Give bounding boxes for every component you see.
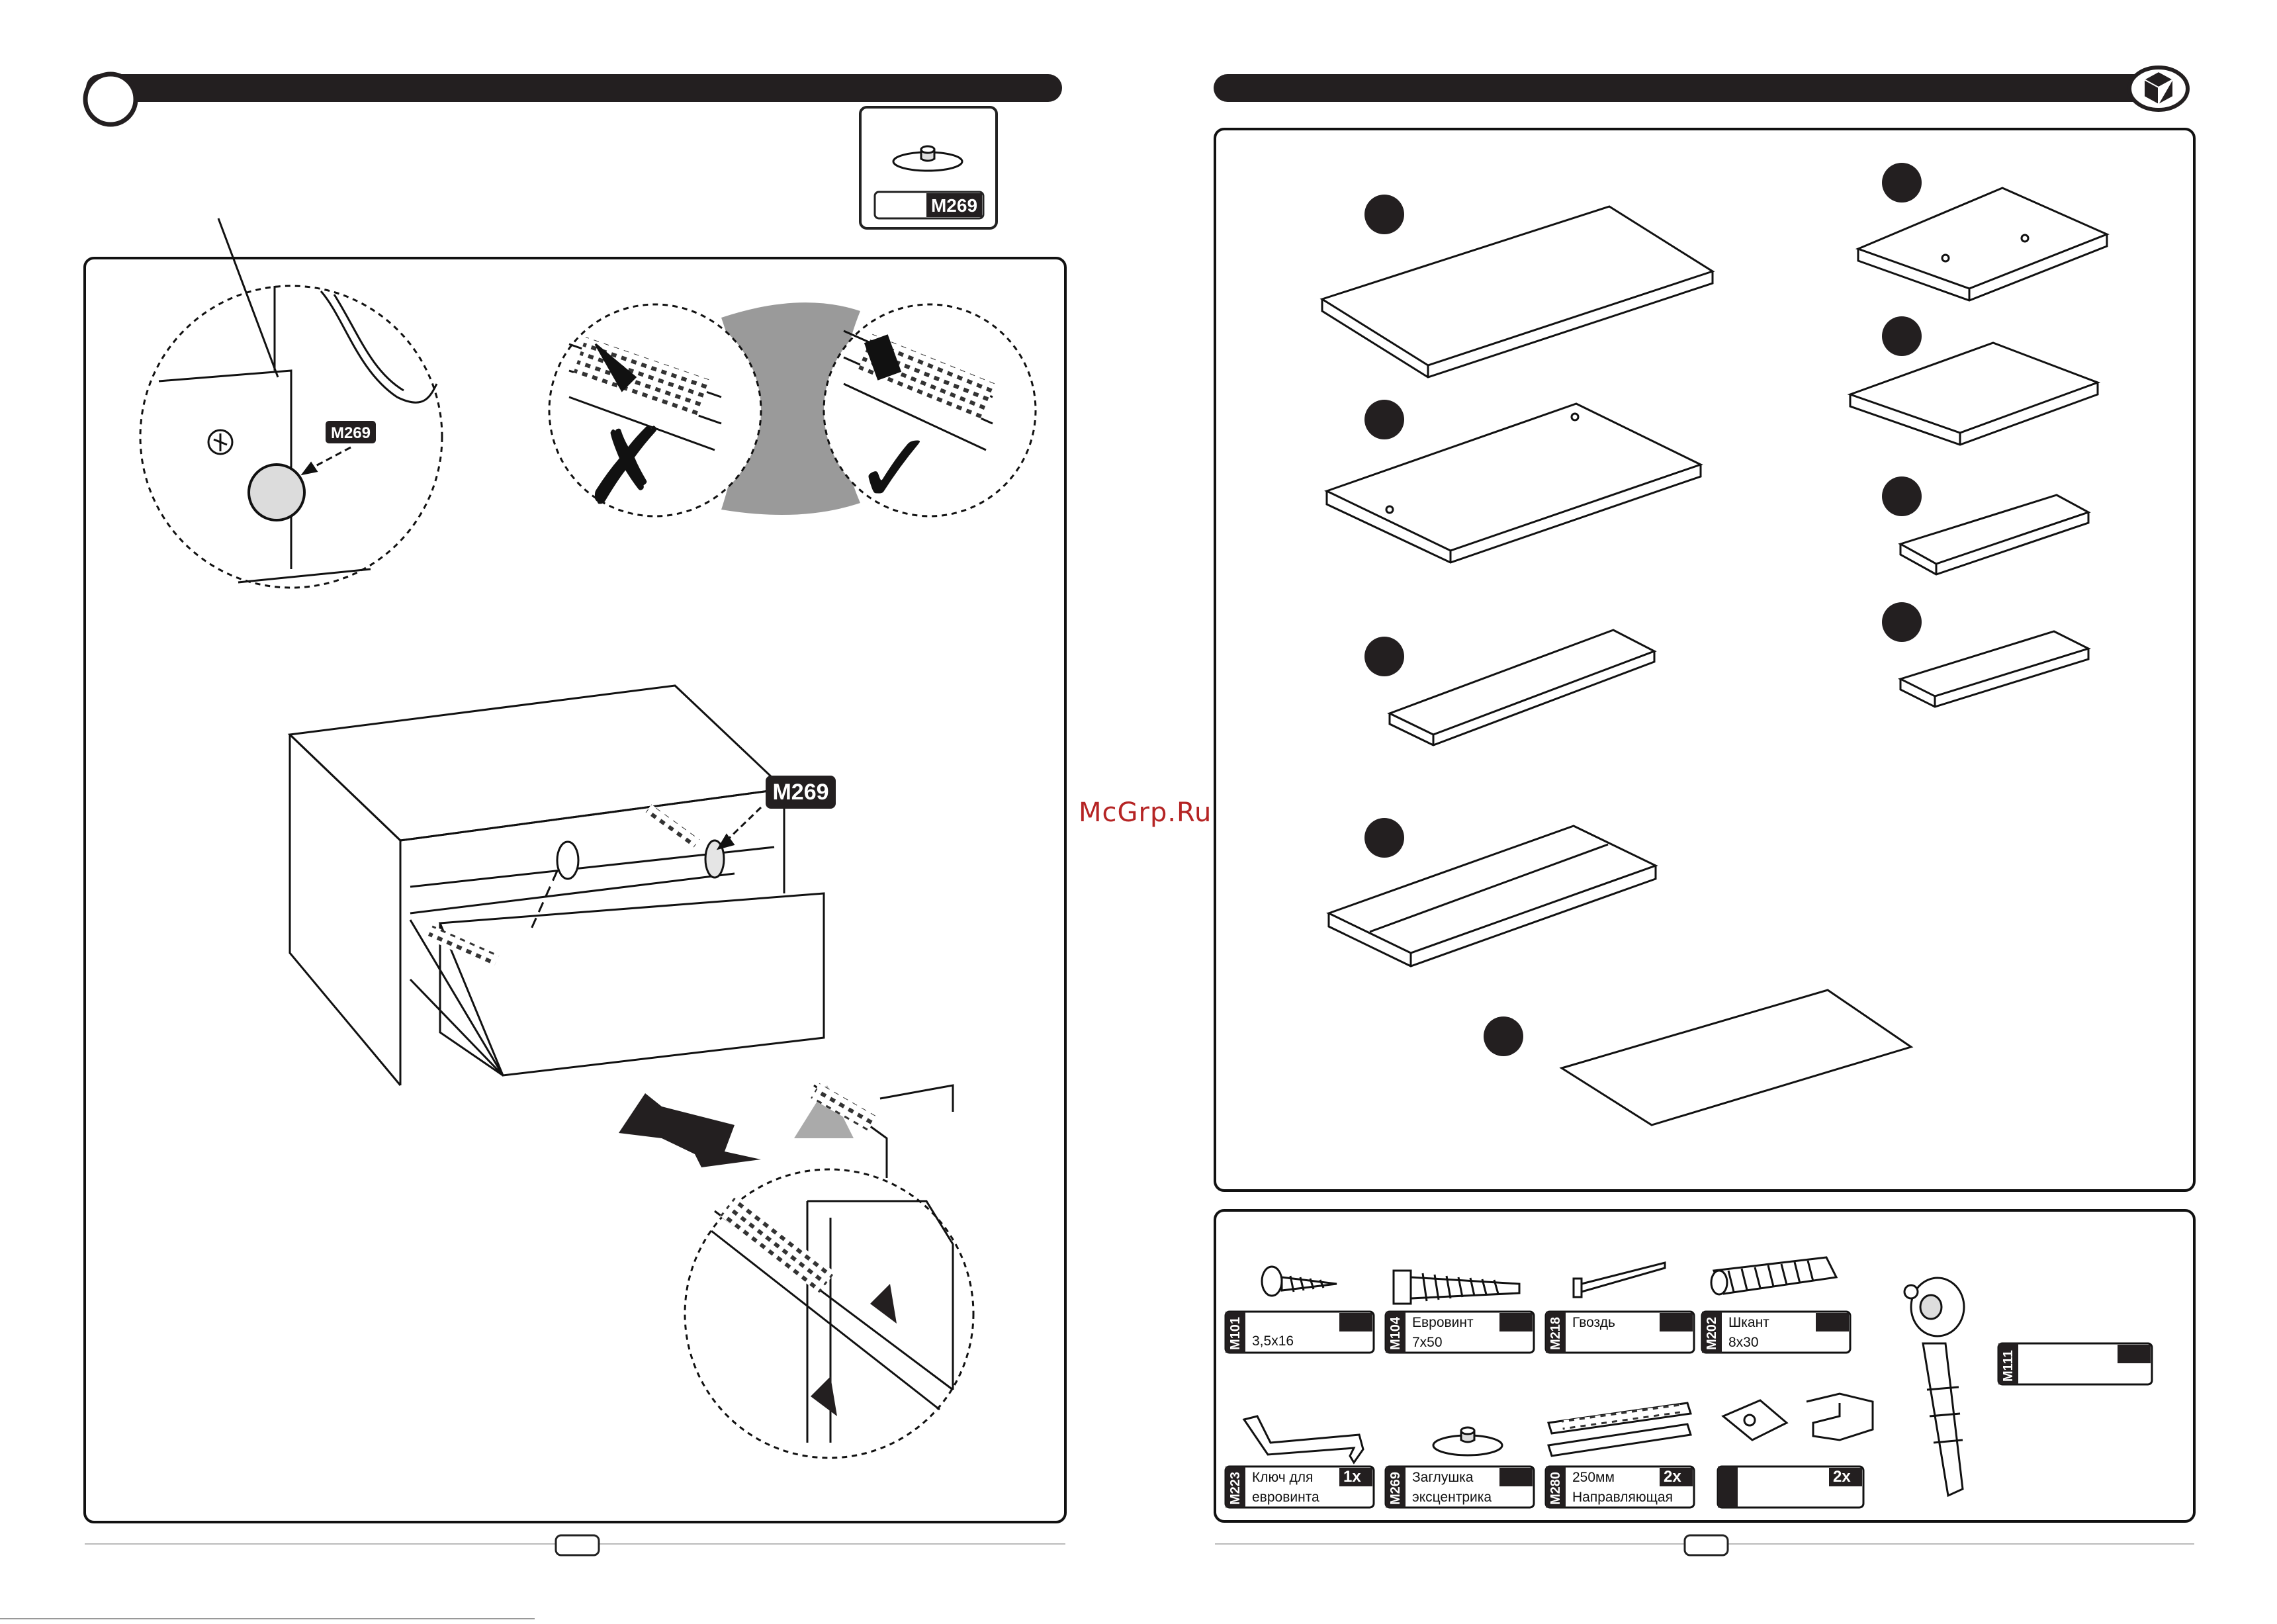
panel-7 (1850, 343, 2098, 445)
hardware-qty-m280: 2x (1664, 1468, 1681, 1486)
drawer-runner-icon (1548, 1403, 1691, 1456)
left-header-bar (86, 74, 1062, 102)
hardware-caption-m269-line2: эксцентрика (1412, 1488, 1492, 1508)
panels-frame (1215, 129, 2194, 1191)
left-page: M269 M269 (0, 74, 1065, 1619)
right-page (1214, 68, 2194, 1555)
hardware-caption-m280-line1: 250мм (1572, 1468, 1673, 1488)
hardware-qty-m223: 1x (1343, 1468, 1361, 1486)
hardware-caption-m218-line1: Гвоздь (1572, 1313, 1615, 1333)
hardware-caption-m223-line1: Ключ для (1252, 1468, 1319, 1488)
hardware-caption-m202-line2: 8x30 (1728, 1333, 1769, 1353)
right-mark-icon: ✓ (854, 412, 937, 527)
hardware-caption-m202-line1: Шкант (1728, 1313, 1769, 1333)
cap-plug-icon (1433, 1427, 1502, 1455)
hardware-label-m111 (1998, 1343, 2152, 1384)
part-badge-code: M269 (931, 195, 977, 216)
hardware-caption-m202: Шкант 8x30 (1728, 1313, 1769, 1353)
hardware-caption-m280-line2: Направляющая (1572, 1488, 1673, 1508)
main-callout-code: M269 (772, 780, 828, 805)
hardware-code-m104: M104 (1388, 1317, 1404, 1350)
panel-5 (1562, 990, 1911, 1125)
detail-circle-plug: M269 (140, 218, 442, 588)
hardware-caption-m104-line1: Евровинт (1412, 1313, 1474, 1333)
hardware-code-m218: M218 (1548, 1317, 1564, 1350)
hardware-code-m280: M280 (1548, 1472, 1564, 1505)
euroscrew-icon (1394, 1271, 1519, 1304)
hardware-caption-m101-line1: 3,5x16 (1252, 1331, 1294, 1351)
hardware-code-m269: M269 (1388, 1472, 1404, 1505)
step-number-circle (85, 74, 136, 124)
cabinet-illustration: M269 (290, 686, 836, 1167)
panel-8 (1900, 495, 2088, 574)
hardware-code-m111: M111 (2001, 1350, 2016, 1382)
hardware-caption-m223-line2: евровинта (1252, 1488, 1319, 1508)
hardware-code-m202: M202 (1705, 1317, 1720, 1350)
detail-callout-code: M269 (331, 424, 371, 442)
hardware-caption-m101: 3,5x16 (1252, 1313, 1294, 1351)
panel-3 (1390, 630, 1654, 745)
hardware-label-m202 (1702, 1312, 1850, 1353)
panel-6 (1858, 188, 2107, 300)
hardware-caption-m269: Заглушка эксцентрика (1412, 1468, 1492, 1508)
right-header-bar (1214, 74, 2166, 102)
watermark-text: McGrp.Ru (1079, 797, 1212, 828)
allen-key-icon (1244, 1416, 1363, 1463)
cam-lock-icon (1904, 1278, 1964, 1496)
box-parts-icon (2129, 68, 2188, 110)
dowel-icon (1711, 1257, 1836, 1294)
hardware-code-m101: M101 (1228, 1317, 1243, 1350)
wrong-mark-icon: ✗ (582, 404, 671, 528)
hardware-caption-m104: Евровинт 7x50 (1412, 1313, 1474, 1353)
hardware-label-m101 (1226, 1312, 1374, 1353)
hardware-caption-m104-line2: 7x50 (1412, 1333, 1474, 1353)
part-badge: M269 (860, 107, 997, 228)
hardware-caption-m269-line1: Заглушка (1412, 1468, 1492, 1488)
right-page-number-box (1685, 1535, 1728, 1555)
plug-cap-icon (249, 465, 304, 520)
push-arrow-icon (619, 1093, 761, 1167)
nail-icon (1574, 1263, 1665, 1297)
panel-9 (1900, 631, 2088, 707)
hardware-qty-bracket: 2x (1833, 1468, 1851, 1486)
bracket-icon (1723, 1394, 1873, 1440)
detail-rail-wrong-right: ✗ ✓ (549, 302, 1036, 528)
hardware-caption-m218: Гвоздь (1572, 1313, 1615, 1333)
hardware-label-m218 (1546, 1312, 1694, 1353)
screw-icon (1262, 1267, 1337, 1296)
hardware-code-m223: M223 (1228, 1472, 1243, 1505)
panel-markers (1364, 163, 1922, 1056)
hardware-caption-m280: 250мм Направляющая (1572, 1468, 1673, 1508)
hardware-caption-m223: Ключ для евровинта (1252, 1468, 1319, 1508)
left-page-number-box (556, 1535, 599, 1555)
